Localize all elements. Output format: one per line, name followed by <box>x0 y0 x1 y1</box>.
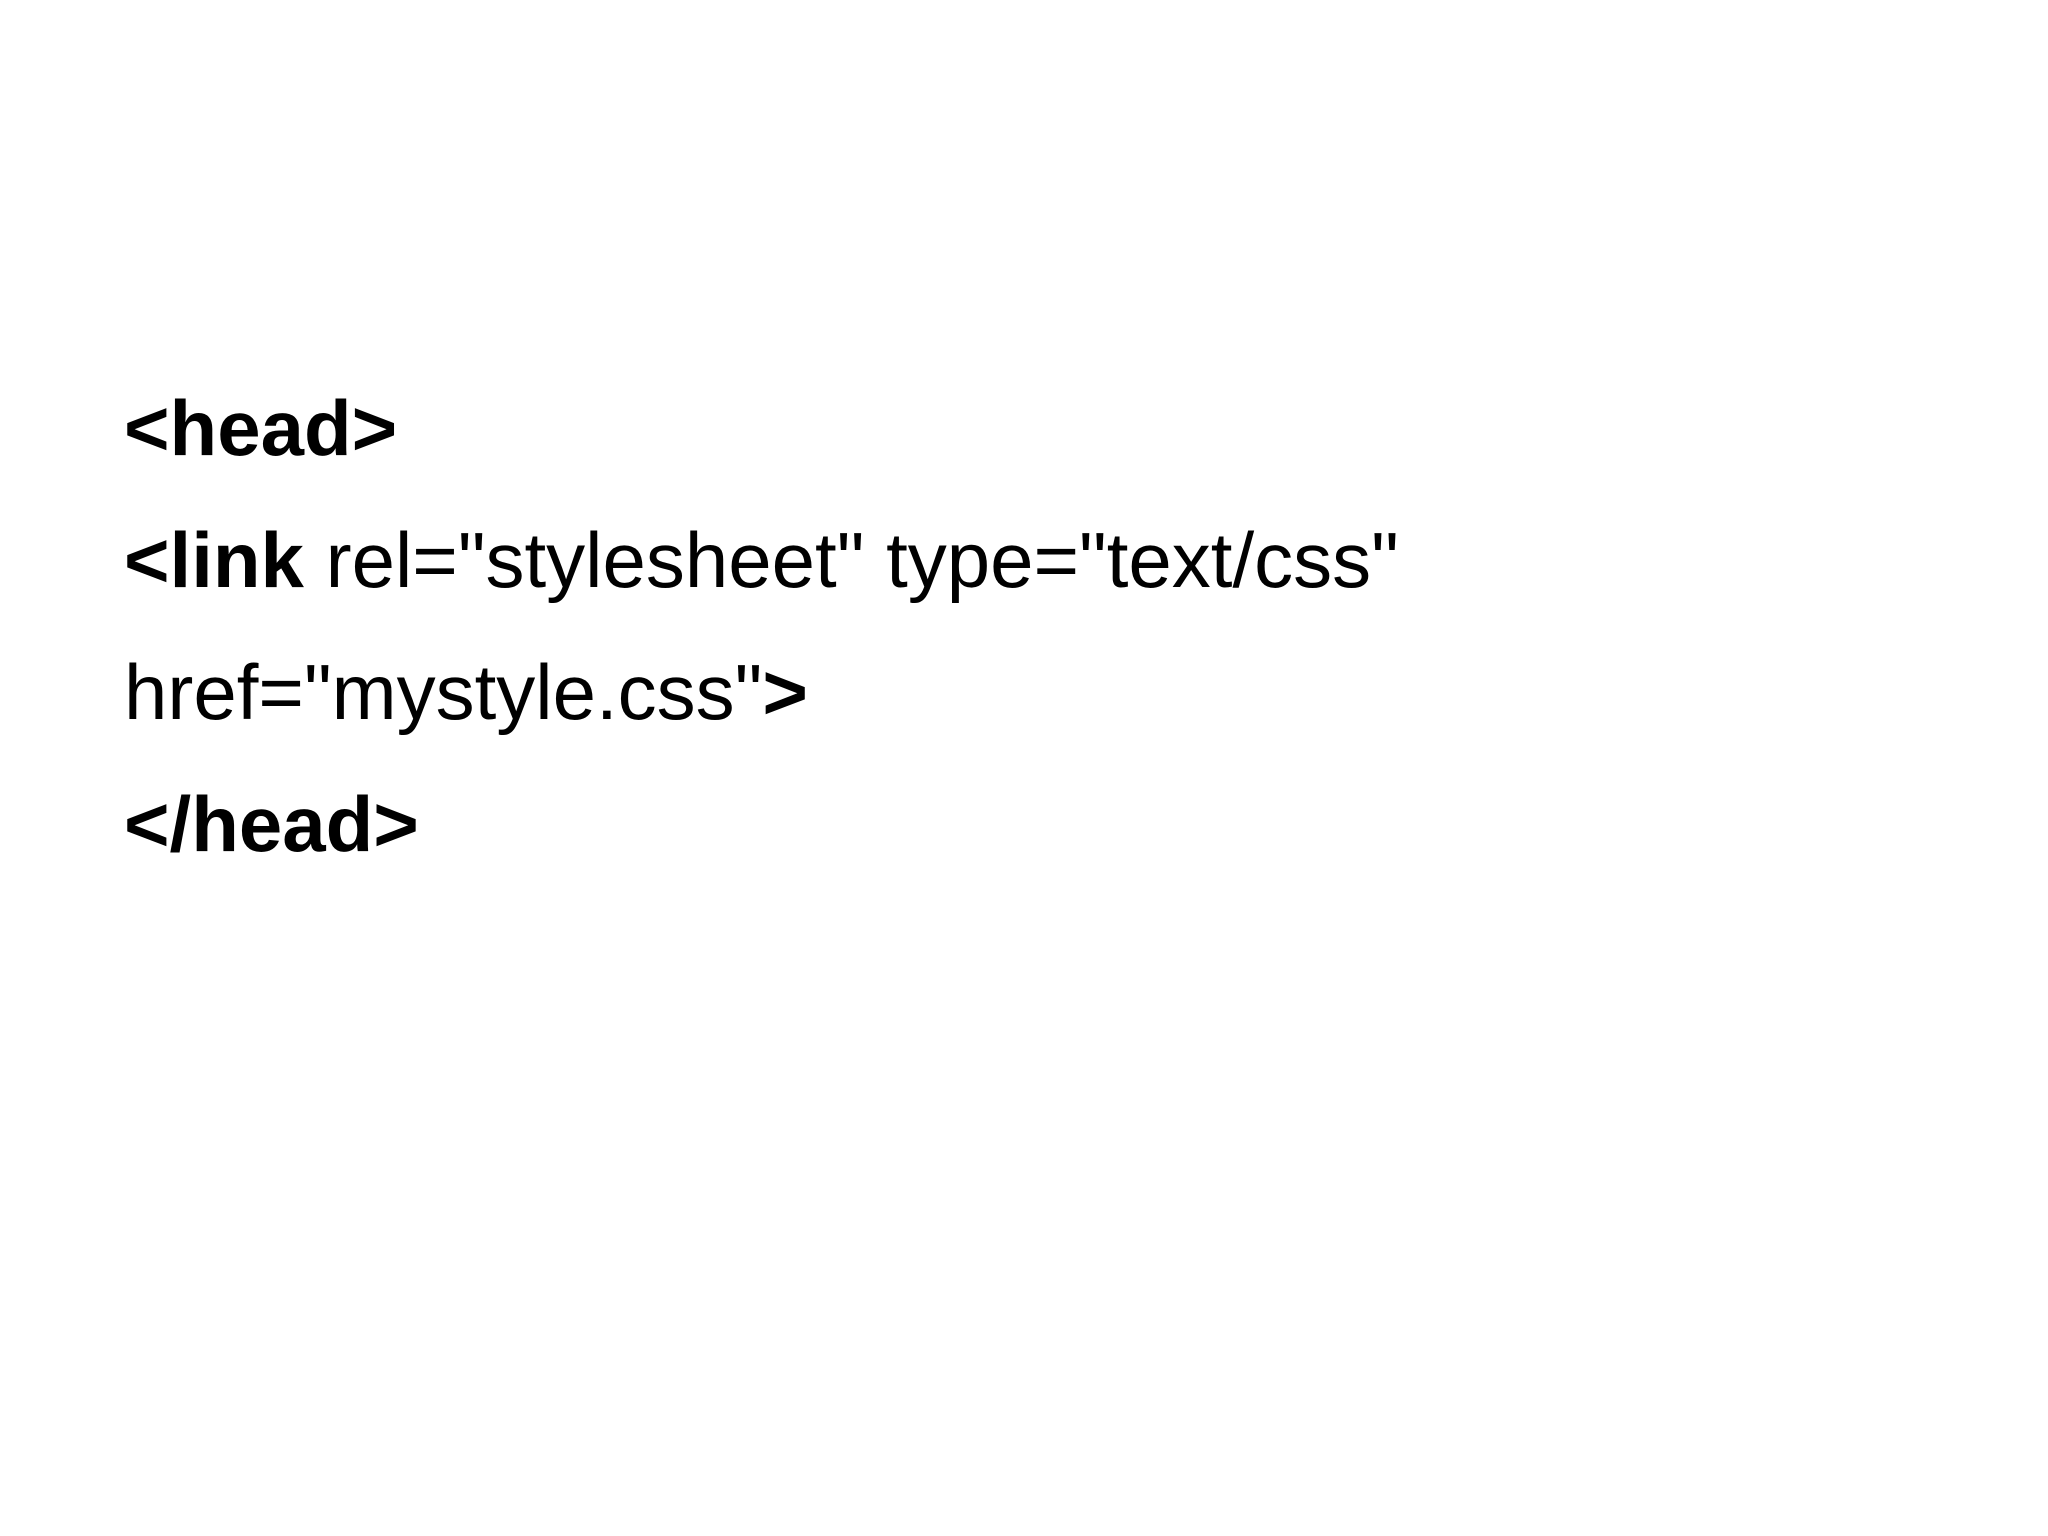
link-close-bracket: > <box>762 648 808 736</box>
head-open-tag: <head> <box>124 384 398 472</box>
code-snippet: <head> <link rel="stylesheet" type="text… <box>124 378 1944 906</box>
href-attribute: href="mystyle.css" <box>124 648 763 736</box>
head-close-tag: </head> <box>124 780 419 868</box>
code-line-head-close: </head> <box>124 774 1944 906</box>
link-tag: <link <box>124 516 304 604</box>
code-line-link: <link rel="stylesheet" type="text/css" <box>124 510 1944 642</box>
link-attributes: rel="stylesheet" type="text/css" <box>303 516 1399 604</box>
code-line-href: href="mystyle.css"> <box>124 642 1944 774</box>
code-line-head-open: <head> <box>124 378 1944 510</box>
